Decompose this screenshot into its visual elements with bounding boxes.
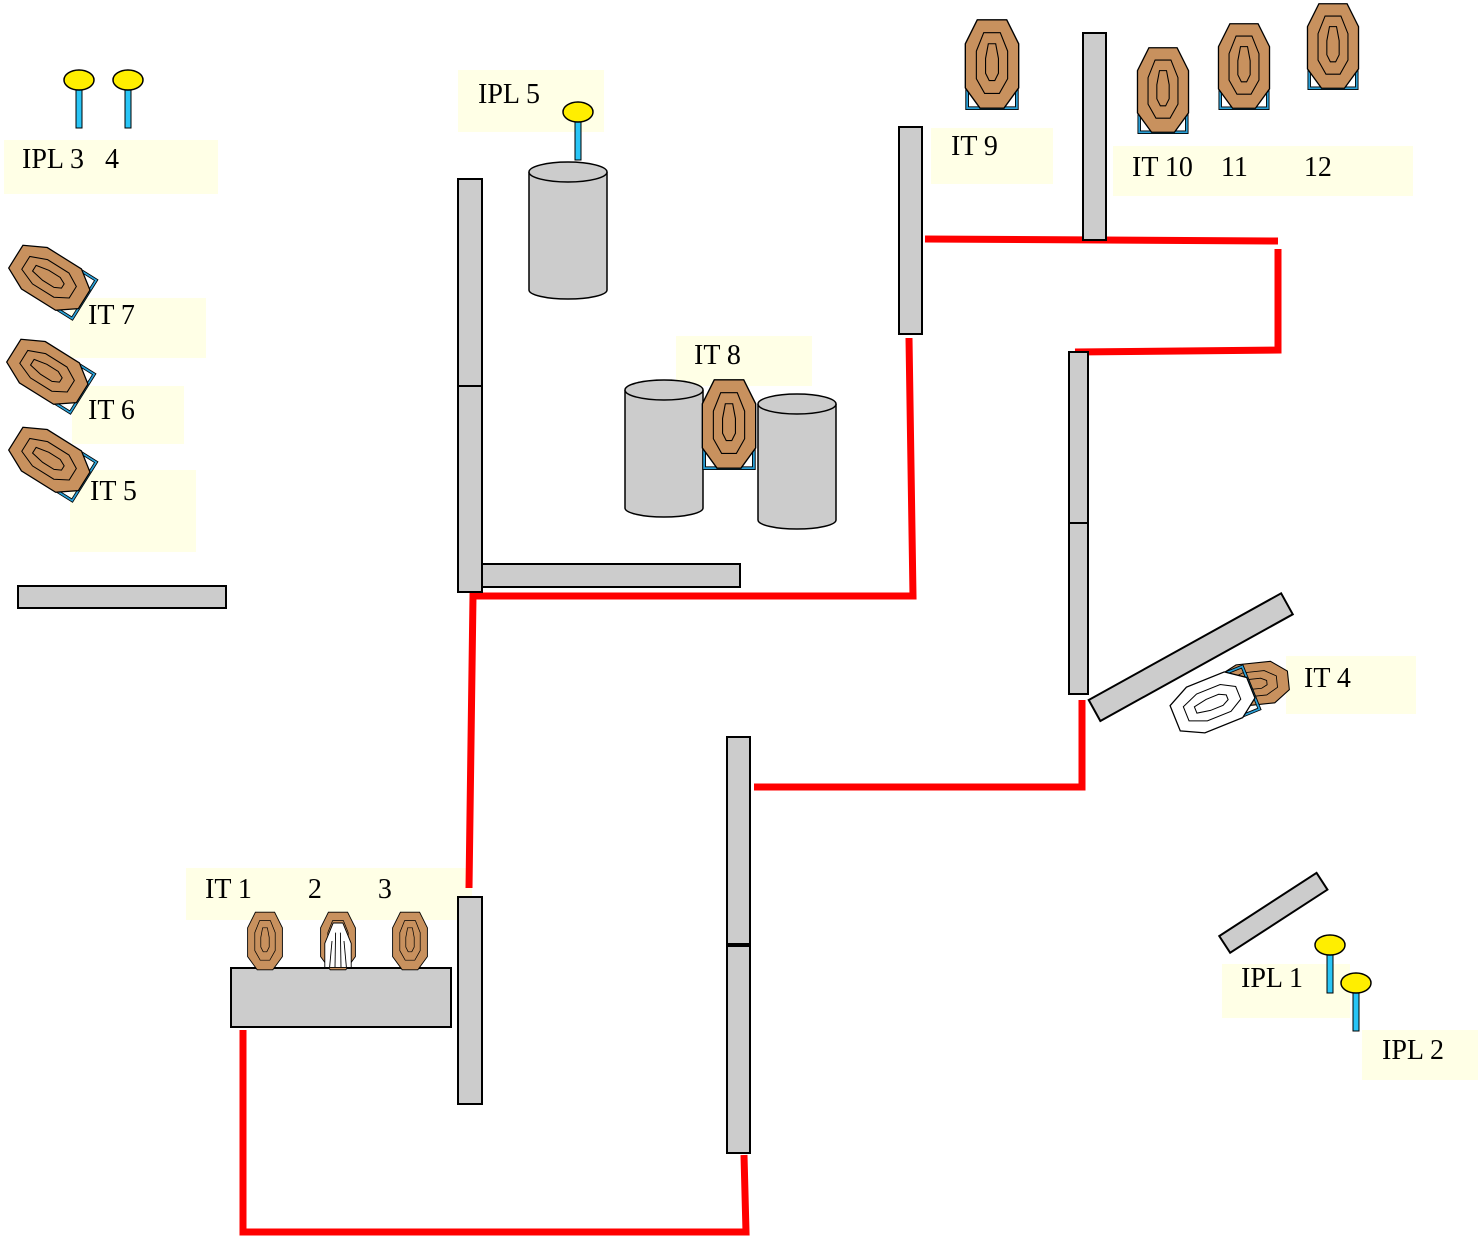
label-it10-12: IT 10 11 12 [1132, 152, 1332, 183]
ipsc-target-icon [965, 20, 1018, 108]
label-it6: IT 6 [88, 395, 135, 426]
wall-right-lower [1068, 522, 1089, 695]
wall-right-upper [1068, 351, 1089, 524]
course-route [239, 235, 1282, 1236]
label-it5: IT 5 [90, 476, 137, 507]
barrel-icon [528, 161, 608, 300]
wall-angled-it4 [1087, 591, 1295, 723]
wall-left-bottom [17, 585, 227, 609]
wall-top-right [1082, 32, 1107, 241]
label-backgrounds [4, 70, 1478, 1080]
ipsc-target-icon [1137, 48, 1188, 132]
barrel-icon [757, 393, 837, 530]
wall-it1-vertical [457, 896, 483, 1105]
barrel-icon [624, 379, 704, 518]
label-ipl3-4: IPL 3 4 [22, 144, 119, 175]
label-it4: IT 4 [1304, 663, 1351, 694]
ipsc-target-icon [702, 380, 755, 468]
ipsc-target-icon [1218, 24, 1269, 108]
wall-bottom-upper [726, 736, 751, 945]
no-shoot-target-icon [320, 911, 356, 971]
label-it1-3: IT 1 2 3 [205, 874, 392, 905]
wall-center-horizontal [481, 563, 741, 588]
label-it9: IT 9 [951, 131, 998, 162]
wall-center-upper [457, 178, 483, 387]
wall-it9 [898, 126, 923, 335]
wall-center-lower [457, 385, 483, 593]
table-it1-3 [230, 967, 452, 1028]
ipsc-target-icon [392, 911, 428, 971]
steel-popper-icon [112, 69, 144, 129]
label-it8: IT 8 [694, 340, 741, 371]
barricades [17, 32, 1329, 1154]
ipsc-target-icon [247, 911, 283, 971]
ipsc-target-icon [1307, 4, 1358, 88]
steel-popper-icon [63, 69, 95, 129]
label-ipl2: IPL 2 [1382, 1035, 1444, 1066]
wall-bottom-lower [726, 945, 751, 1154]
label-it7: IT 7 [88, 300, 135, 331]
label-ipl5: IPL 5 [478, 79, 540, 110]
wall-angled-ipl1 [1217, 871, 1329, 955]
label-ipl1: IPL 1 [1241, 963, 1303, 994]
